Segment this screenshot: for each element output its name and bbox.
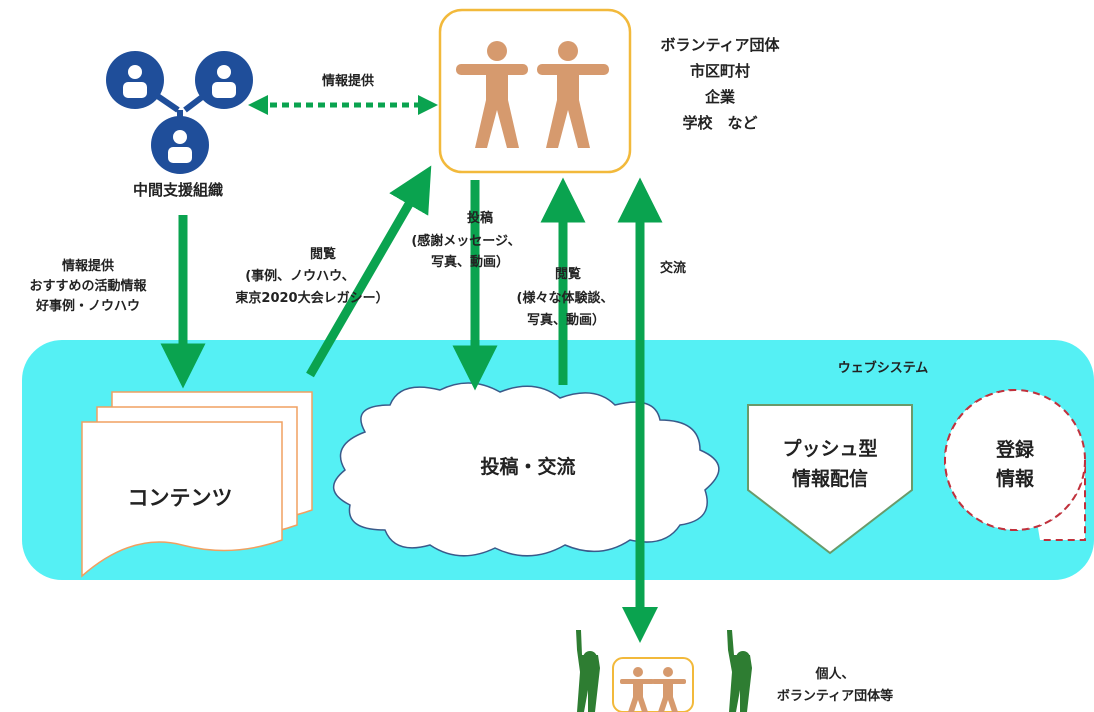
intermediary-network-icon [106,51,253,174]
people-pair-small-icon [620,667,686,712]
info-provision-top-label: 情報提供 [322,73,374,89]
individual-frame [612,657,694,712]
web-system-title: ウェブシステム [838,360,929,376]
browse-posts-line-3: 写真、動画） [527,312,605,328]
contents-label: コンテンツ [128,486,233,510]
organizations-line-3: 企業 [704,88,736,106]
individuals-line-2: ボランティア団体等 [777,688,893,704]
registration-line-1: 登録 [995,438,1035,461]
info-provision-down-line-2: おすすめの活動情報 [29,278,147,294]
browse-contents-line-1: 閲覧 [310,246,336,262]
posting-label: 投稿・交流 [480,455,575,478]
post-line-1: 投稿 [467,210,493,226]
individual-person-right-icon [727,630,752,712]
intermediary-label: 中間支援組織 [133,181,223,199]
browse-contents-line-2: (事例、ノウハウ、 [245,268,355,284]
browse-posts-line-2: (様々な体験談、 [517,290,614,306]
push-delivery-line-1: プッシュ型 [782,437,877,460]
post-line-3: 写真、動画） [431,254,509,270]
person-circle-icon [151,116,209,174]
contents-documents [81,391,313,578]
organizations-frame [438,8,632,174]
organizations-line-1: ボランティア団体 [660,36,780,54]
people-pair-icon [456,41,609,148]
organizations-line-2: 市区町村 [690,62,750,80]
browse-contents-arrow [306,165,432,378]
person-circle-icon [195,51,253,109]
exchange-label: 交流 [660,260,686,276]
individual-person-left-icon [576,630,600,712]
individuals-line-1: 個人、 [814,666,854,682]
registration-circle [944,389,1086,531]
registration-line-2: 情報 [996,467,1035,490]
organizations-line-4: 学校 など [682,114,757,132]
post-line-2: (感謝メッセージ、 [411,233,520,249]
person-circle-icon [106,51,164,109]
push-delivery-line-2: 情報配信 [792,467,868,490]
info-provision-down-line-1: 情報提供 [62,258,114,274]
push-delivery-shape [747,404,913,555]
browse-contents-line-3: 東京2020大会レガシー） [235,290,388,306]
browse-posts-line-1: 閲覧 [555,266,581,282]
info-provision-down-line-3: 好事例・ノウハウ [35,298,140,314]
